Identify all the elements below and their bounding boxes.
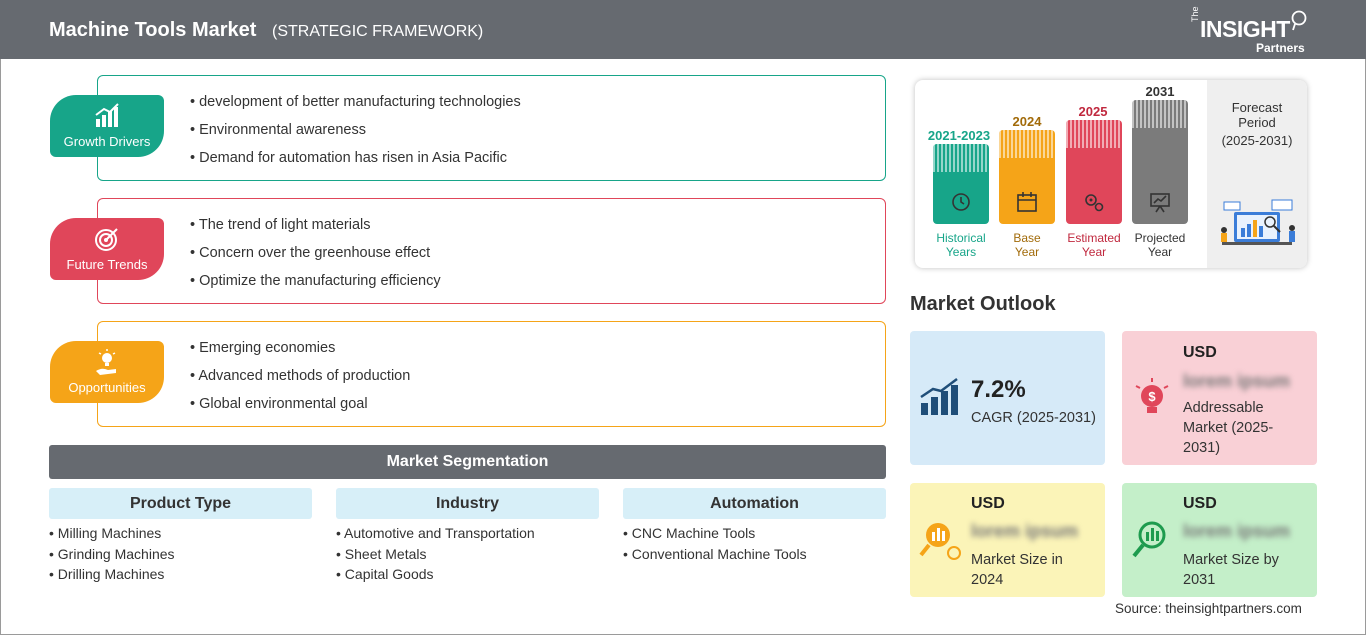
segment-header: Automation [623, 488, 886, 519]
growth-drivers-list: development of better manufacturing tech… [190, 94, 521, 178]
cagr-label: CAGR (2025-2031) [971, 410, 1096, 426]
list-item: Capital Goods [336, 566, 599, 587]
opportunities-list: Emerging economies Advanced methods of p… [190, 340, 410, 424]
addressable-currency: USD [1183, 344, 1217, 361]
future-trends-list: The trend of light materials Concern ove… [190, 217, 441, 301]
growth-drivers-box: development of better manufacturing tech… [97, 75, 886, 181]
list-item: Emerging economies [190, 340, 410, 368]
source-link[interactable]: Source: theinsightpartners.com [1115, 601, 1302, 616]
list-item: Concern over the greenhouse effect [190, 245, 441, 273]
timeline-bar-historical [933, 144, 989, 224]
svg-text:$: $ [1148, 389, 1156, 404]
list-item: Automotive and Transportation [336, 525, 599, 546]
size-2031-currency: USD [1183, 495, 1217, 512]
future-trends-box: The trend of light materials Concern ove… [97, 198, 886, 304]
segment-automation: Automation CNC Machine Tools Conventiona… [623, 488, 886, 566]
opportunities-tag: Opportunities [50, 341, 164, 403]
page-subtitle: (STRATEGIC FRAMEWORK) [272, 23, 484, 40]
addressable-value: lorem ipsum [1183, 371, 1291, 391]
timeline-year: 2025 [1078, 104, 1108, 119]
segment-industry: Industry Automotive and Transportation S… [336, 488, 599, 587]
magnifier-chart-icon [919, 523, 961, 560]
logo-partners: Partners [1256, 41, 1305, 55]
list-item: Advanced methods of production [190, 368, 410, 396]
growth-drivers-tag: Growth Drivers [50, 95, 164, 157]
page-title: Machine Tools Market [49, 19, 257, 41]
calendar-icon [1017, 192, 1037, 212]
timeline-year: 2021-2023 [927, 128, 991, 143]
growth-drivers-label: Growth Drivers [63, 134, 151, 149]
list-item: Optimize the manufacturing efficiency [190, 273, 441, 301]
list-item: Sheet Metals [336, 546, 599, 567]
list-item: Global environmental goal [190, 396, 410, 424]
list-item: development of better manufacturing tech… [190, 94, 521, 122]
analytics-illustration-icon [1221, 199, 1295, 245]
future-trends-tag: Future Trends [50, 218, 164, 280]
logo-main: INSIGHT [1200, 16, 1290, 42]
market-segmentation-title: Market Segmentation [49, 445, 886, 479]
list-item: Grinding Machines [49, 546, 312, 567]
magnifier-chart-icon [1132, 521, 1166, 558]
timeline-year: 2024 [1012, 114, 1042, 129]
insight-partners-logo: The INSIGHT Partners [1190, 6, 1310, 55]
segment-header: Industry [336, 488, 599, 519]
list-item: Milling Machines [49, 525, 312, 546]
header-bar: Machine Tools Market (STRATEGIC FRAMEWOR… [0, 0, 1366, 59]
size-2024-label: Market Size in 2024 [971, 552, 1063, 588]
future-trends-label: Future Trends [66, 257, 148, 272]
growth-chart-icon [95, 103, 119, 127]
list-item: The trend of light materials [190, 217, 441, 245]
forecast-period: (2025-2031) [1221, 133, 1293, 148]
timeline-bar-projected [1132, 100, 1188, 224]
size-2024-value: lorem ipsum [971, 521, 1079, 541]
list-item: Demand for automation has risen in Asia … [190, 150, 521, 178]
list-item: CNC Machine Tools [623, 525, 886, 546]
size-2031-label: Market Size by 2031 [1183, 552, 1279, 588]
opportunities-box: Emerging economies Advanced methods of p… [97, 321, 886, 427]
size-2031-value: lorem ipsum [1183, 521, 1291, 541]
timeline-bar-base [999, 130, 1055, 224]
segment-header: Product Type [49, 488, 312, 519]
logo-the: The [1190, 6, 1200, 22]
gears-icon [1085, 194, 1104, 212]
timeline-bar-estimated [1066, 120, 1122, 224]
target-icon [95, 228, 118, 251]
lightbulb-dollar-icon: $ [1135, 378, 1169, 413]
presentation-icon [1150, 193, 1170, 213]
list-item: Environmental awareness [190, 122, 521, 150]
cagr-card: 7.2% CAGR (2025-2031) [910, 331, 1105, 465]
list-item: Conventional Machine Tools [623, 546, 886, 567]
market-size-2031-card: USD lorem ipsum Market Size by 2031 [1122, 483, 1317, 597]
segment-product-type: Product Type Milling Machines Grinding M… [49, 488, 312, 587]
addressable-label: Addressable Market (2025-2031) [1183, 400, 1274, 456]
lightbulb-hand-icon [96, 349, 116, 375]
logo-bulb-icon [1291, 10, 1307, 31]
timeline-year: 2031 [1145, 84, 1175, 99]
market-outlook-title: Market Outlook [910, 293, 1056, 315]
opportunities-label: Opportunities [68, 380, 146, 395]
addressable-market-card: $ USD lorem ipsum Addressable Market (20… [1122, 331, 1317, 465]
size-2024-currency: USD [971, 495, 1005, 512]
growth-chart-icon [920, 378, 958, 415]
cagr-value: 7.2% [971, 376, 1026, 403]
list-item: Drilling Machines [49, 566, 312, 587]
market-size-2024-card: USD lorem ipsum Market Size in 2024 [910, 483, 1105, 597]
history-icon [952, 193, 970, 211]
